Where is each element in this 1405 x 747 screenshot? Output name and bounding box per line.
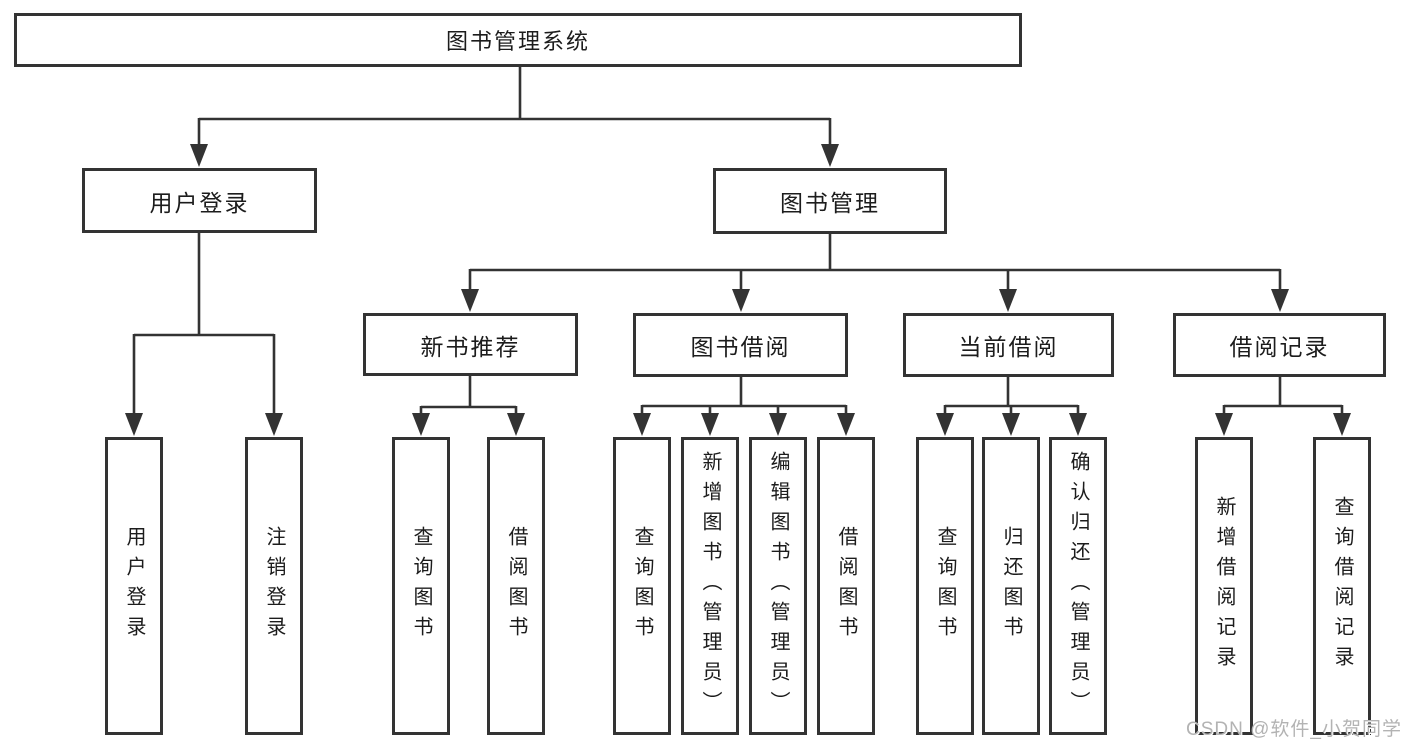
leaf-borrow-edit-book-admin: 编辑图书（管理员） — [749, 437, 807, 735]
node-book-management: 图书管理 — [713, 168, 947, 234]
leaf-label: 归还图书 — [1000, 526, 1022, 646]
csdn-watermark: CSDN @软件_小贺同学 — [1186, 719, 1402, 740]
leaf-newbooks-borrow: 借阅图书 — [487, 437, 545, 735]
node-label: 图书管理系统 — [445, 29, 590, 54]
leaf-label: 新增借阅记录 — [1213, 496, 1235, 676]
node-current-borrow: 当前借阅 — [903, 313, 1114, 377]
leaf-label: 确认归还（管理员） — [1067, 451, 1089, 721]
leaf-logout: 注销登录 — [245, 437, 303, 735]
node-system-root: 图书管理系统 — [14, 13, 1022, 67]
leaf-borrow-book: 借阅图书 — [817, 437, 875, 735]
node-label: 新书推荐 — [420, 333, 521, 360]
node-label: 图书管理 — [780, 190, 880, 216]
leaf-label: 借阅图书 — [835, 526, 857, 646]
leaf-label: 编辑图书（管理员） — [767, 451, 789, 721]
leaf-label: 用户登录 — [123, 526, 145, 646]
leaf-label: 查询图书 — [410, 526, 432, 646]
leaf-label: 新增图书（管理员） — [699, 451, 721, 721]
leaf-label: 查询图书 — [631, 526, 653, 646]
leaf-current-confirm-return-admin: 确认归还（管理员） — [1049, 437, 1107, 735]
leaf-user-login: 用户登录 — [105, 437, 163, 735]
leaf-records-query: 查询借阅记录 — [1313, 437, 1371, 735]
node-user-login: 用户登录 — [82, 168, 317, 233]
node-label: 图书借阅 — [690, 334, 791, 360]
leaf-label: 查询图书 — [934, 526, 956, 646]
leaf-records-add: 新增借阅记录 — [1195, 437, 1253, 735]
leaf-current-query: 查询图书 — [916, 437, 974, 735]
node-label: 当前借阅 — [958, 334, 1059, 360]
leaf-label: 注销登录 — [263, 526, 285, 646]
node-new-book-recommend: 新书推荐 — [363, 313, 578, 376]
leaf-current-return: 归还图书 — [982, 437, 1040, 735]
arrowheads — [125, 144, 1351, 436]
leaf-borrow-query: 查询图书 — [613, 437, 671, 735]
node-borrow-records: 借阅记录 — [1173, 313, 1386, 377]
leaf-newbooks-query: 查询图书 — [392, 437, 450, 735]
leaf-borrow-add-book-admin: 新增图书（管理员） — [681, 437, 739, 735]
node-label: 用户登录 — [149, 189, 250, 216]
node-book-borrow: 图书借阅 — [633, 313, 848, 377]
leaf-label: 借阅图书 — [505, 526, 527, 646]
node-label: 借阅记录 — [1229, 334, 1330, 360]
leaf-label: 查询借阅记录 — [1331, 496, 1353, 676]
